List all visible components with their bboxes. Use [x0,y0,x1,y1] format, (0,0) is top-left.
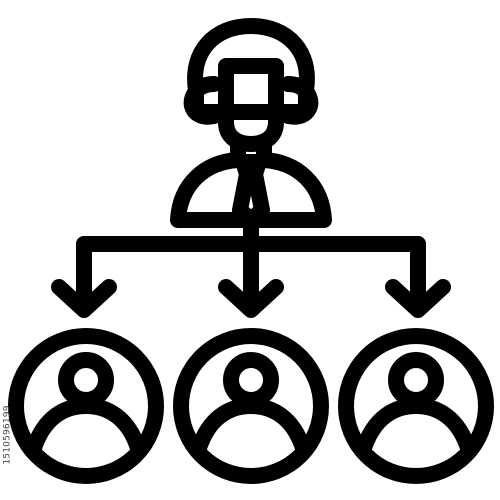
avatar-head [58,352,114,408]
avatar-head [223,352,279,408]
right-arrowhead-icon [385,279,451,318]
avatar-ring [173,328,329,484]
manager-icon [170,18,332,228]
manager-face [218,58,284,152]
avatar-shoulders [191,398,311,456]
center-arrowhead-icon [218,279,284,318]
subordinate-avatar-icon [173,328,329,484]
avatar-ring [338,328,494,484]
subordinate-avatar-icon [8,328,164,484]
avatar-head [388,352,444,408]
avatar-shoulders [26,398,146,456]
hierarchy-connectors [51,212,451,318]
manager-tie [232,154,270,228]
avatar-shoulders [356,398,476,456]
subordinate-avatar-icon [338,328,494,484]
watermark-id-text: 1510596199 [3,405,14,465]
manager-left-ear [183,76,222,125]
avatar-ring [8,328,164,484]
left-arrowhead-icon [51,279,117,318]
manager-right-ear [280,76,319,125]
watermark-id-label: 1510596199 [2,395,14,475]
